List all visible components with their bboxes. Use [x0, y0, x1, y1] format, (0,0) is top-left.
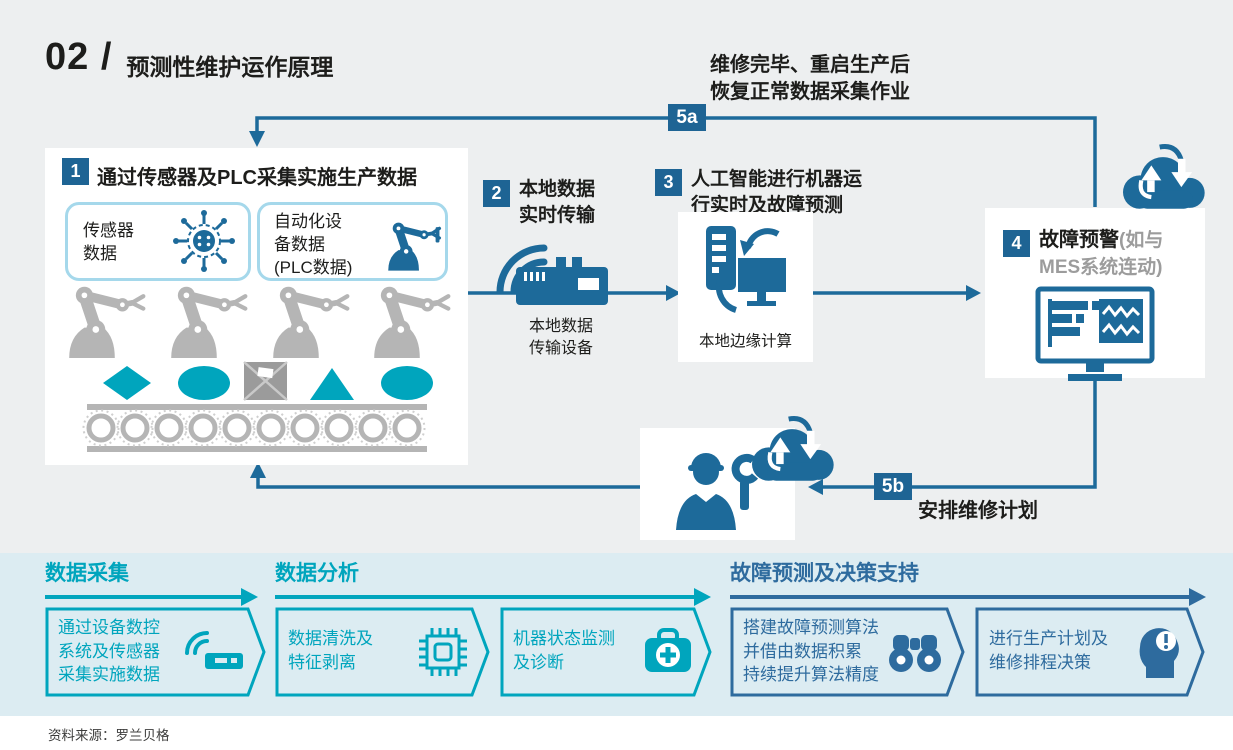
step1-title: 通过传感器及PLC采集实施生产数据: [97, 167, 417, 189]
stage-label: 机器状态监测 及诊断: [513, 629, 615, 672]
pipeline-header-data-collection: 数据采集: [45, 562, 129, 585]
stage-label: 进行生产计划及 维修排程决策: [989, 629, 1108, 672]
sensor-data-card: 传感器 数据: [65, 202, 251, 281]
step2-caption: 本地数据 传输设备: [528, 318, 593, 357]
cloud-sync-icon: [1113, 140, 1213, 220]
step2-title: 本地数据 实时传输: [519, 179, 596, 226]
step4-badge: 4: [1003, 230, 1030, 257]
pipeline-header-prediction-decision: 故障预测及决策支持: [730, 562, 919, 585]
robot-arm-icon: [378, 217, 442, 273]
step3-title: 人工智能进行机器运 行实时及故障预测: [691, 169, 863, 216]
page-title: 02 / 预测性维护运作原理: [45, 36, 333, 82]
loop-5b-label: 安排维修计划: [918, 500, 1038, 522]
step4-box: 4 故障预警(如与 MES系统连动): [985, 208, 1205, 381]
step1-box: 1 通过传感器及PLC采集实施生产数据 传感器 数据: [45, 148, 468, 465]
footer-band: [0, 716, 1233, 750]
source-note: 资料来源：罗兰贝格: [48, 728, 170, 743]
stage-production-planning: 进行生产计划及 维修排程决策: [975, 607, 1205, 697]
loop-5a-label: 维修完毕、重启生产后 恢复正常数据采集作业: [710, 54, 910, 103]
cpu-chip-icon: [418, 627, 468, 677]
edge-computing-icon: [702, 224, 790, 314]
step4-title-note: (如与 MES系统连动): [1039, 230, 1164, 278]
step3-badge: 3: [655, 169, 682, 196]
stage-label: 数据清洗及 特征剥离: [288, 629, 373, 672]
loop-5a-badge: 5a: [668, 104, 706, 131]
sensor-data-label: 传感器 数据: [83, 221, 134, 263]
wireless-sensor-icon: [185, 627, 247, 673]
loop-5b-badge: 5b: [874, 473, 912, 500]
step3-caption: 本地边缘计算: [698, 333, 792, 350]
stage-label: 通过设备数控 系统及传感器 采集实施数据: [58, 618, 160, 684]
sensor-network-icon: [168, 210, 240, 272]
alert-monitor-icon: [1035, 286, 1155, 384]
step2-badge: 2: [483, 180, 510, 207]
decision-head-icon: [1137, 625, 1183, 679]
stage-data-collection: 通过设备数控 系统及传感器 采集实施数据: [45, 607, 266, 697]
step1-badge: 1: [62, 158, 89, 185]
step4-title-main: 故障预警: [1039, 229, 1119, 251]
production-line-graphic: [52, 278, 462, 458]
plc-data-label: 自动化设 备数据 (PLC数据): [274, 212, 353, 277]
stage-data-cleaning: 数据清洗及 特征剥离: [275, 607, 490, 697]
stage-build-prediction-algorithm: 搭建故障预测算法 并借由数据积累 持续提升算法精度: [730, 607, 965, 697]
step4-title: 故障预警(如与 MES系统连动): [1039, 227, 1191, 281]
page-title-number: 02 /: [45, 36, 113, 78]
maintenance-worker-box: [640, 428, 795, 540]
maintenance-worker-icon: [662, 438, 767, 533]
stage-label: 搭建故障预测算法 并借由数据积累 持续提升算法精度: [743, 618, 879, 684]
first-aid-kit-icon: [643, 628, 693, 674]
stage-condition-monitoring: 机器状态监测 及诊断: [500, 607, 712, 697]
router-device-icon: [516, 257, 608, 307]
pipeline-header-data-analysis: 数据分析: [275, 562, 359, 585]
cloud-sync-icon-2: [742, 412, 842, 492]
edge-computing-box: 本地边缘计算: [678, 212, 813, 362]
binoculars-icon: [888, 633, 942, 673]
plc-data-card: 自动化设 备数据 (PLC数据): [257, 202, 448, 281]
page-title-text: 预测性维护运作原理: [126, 54, 334, 80]
